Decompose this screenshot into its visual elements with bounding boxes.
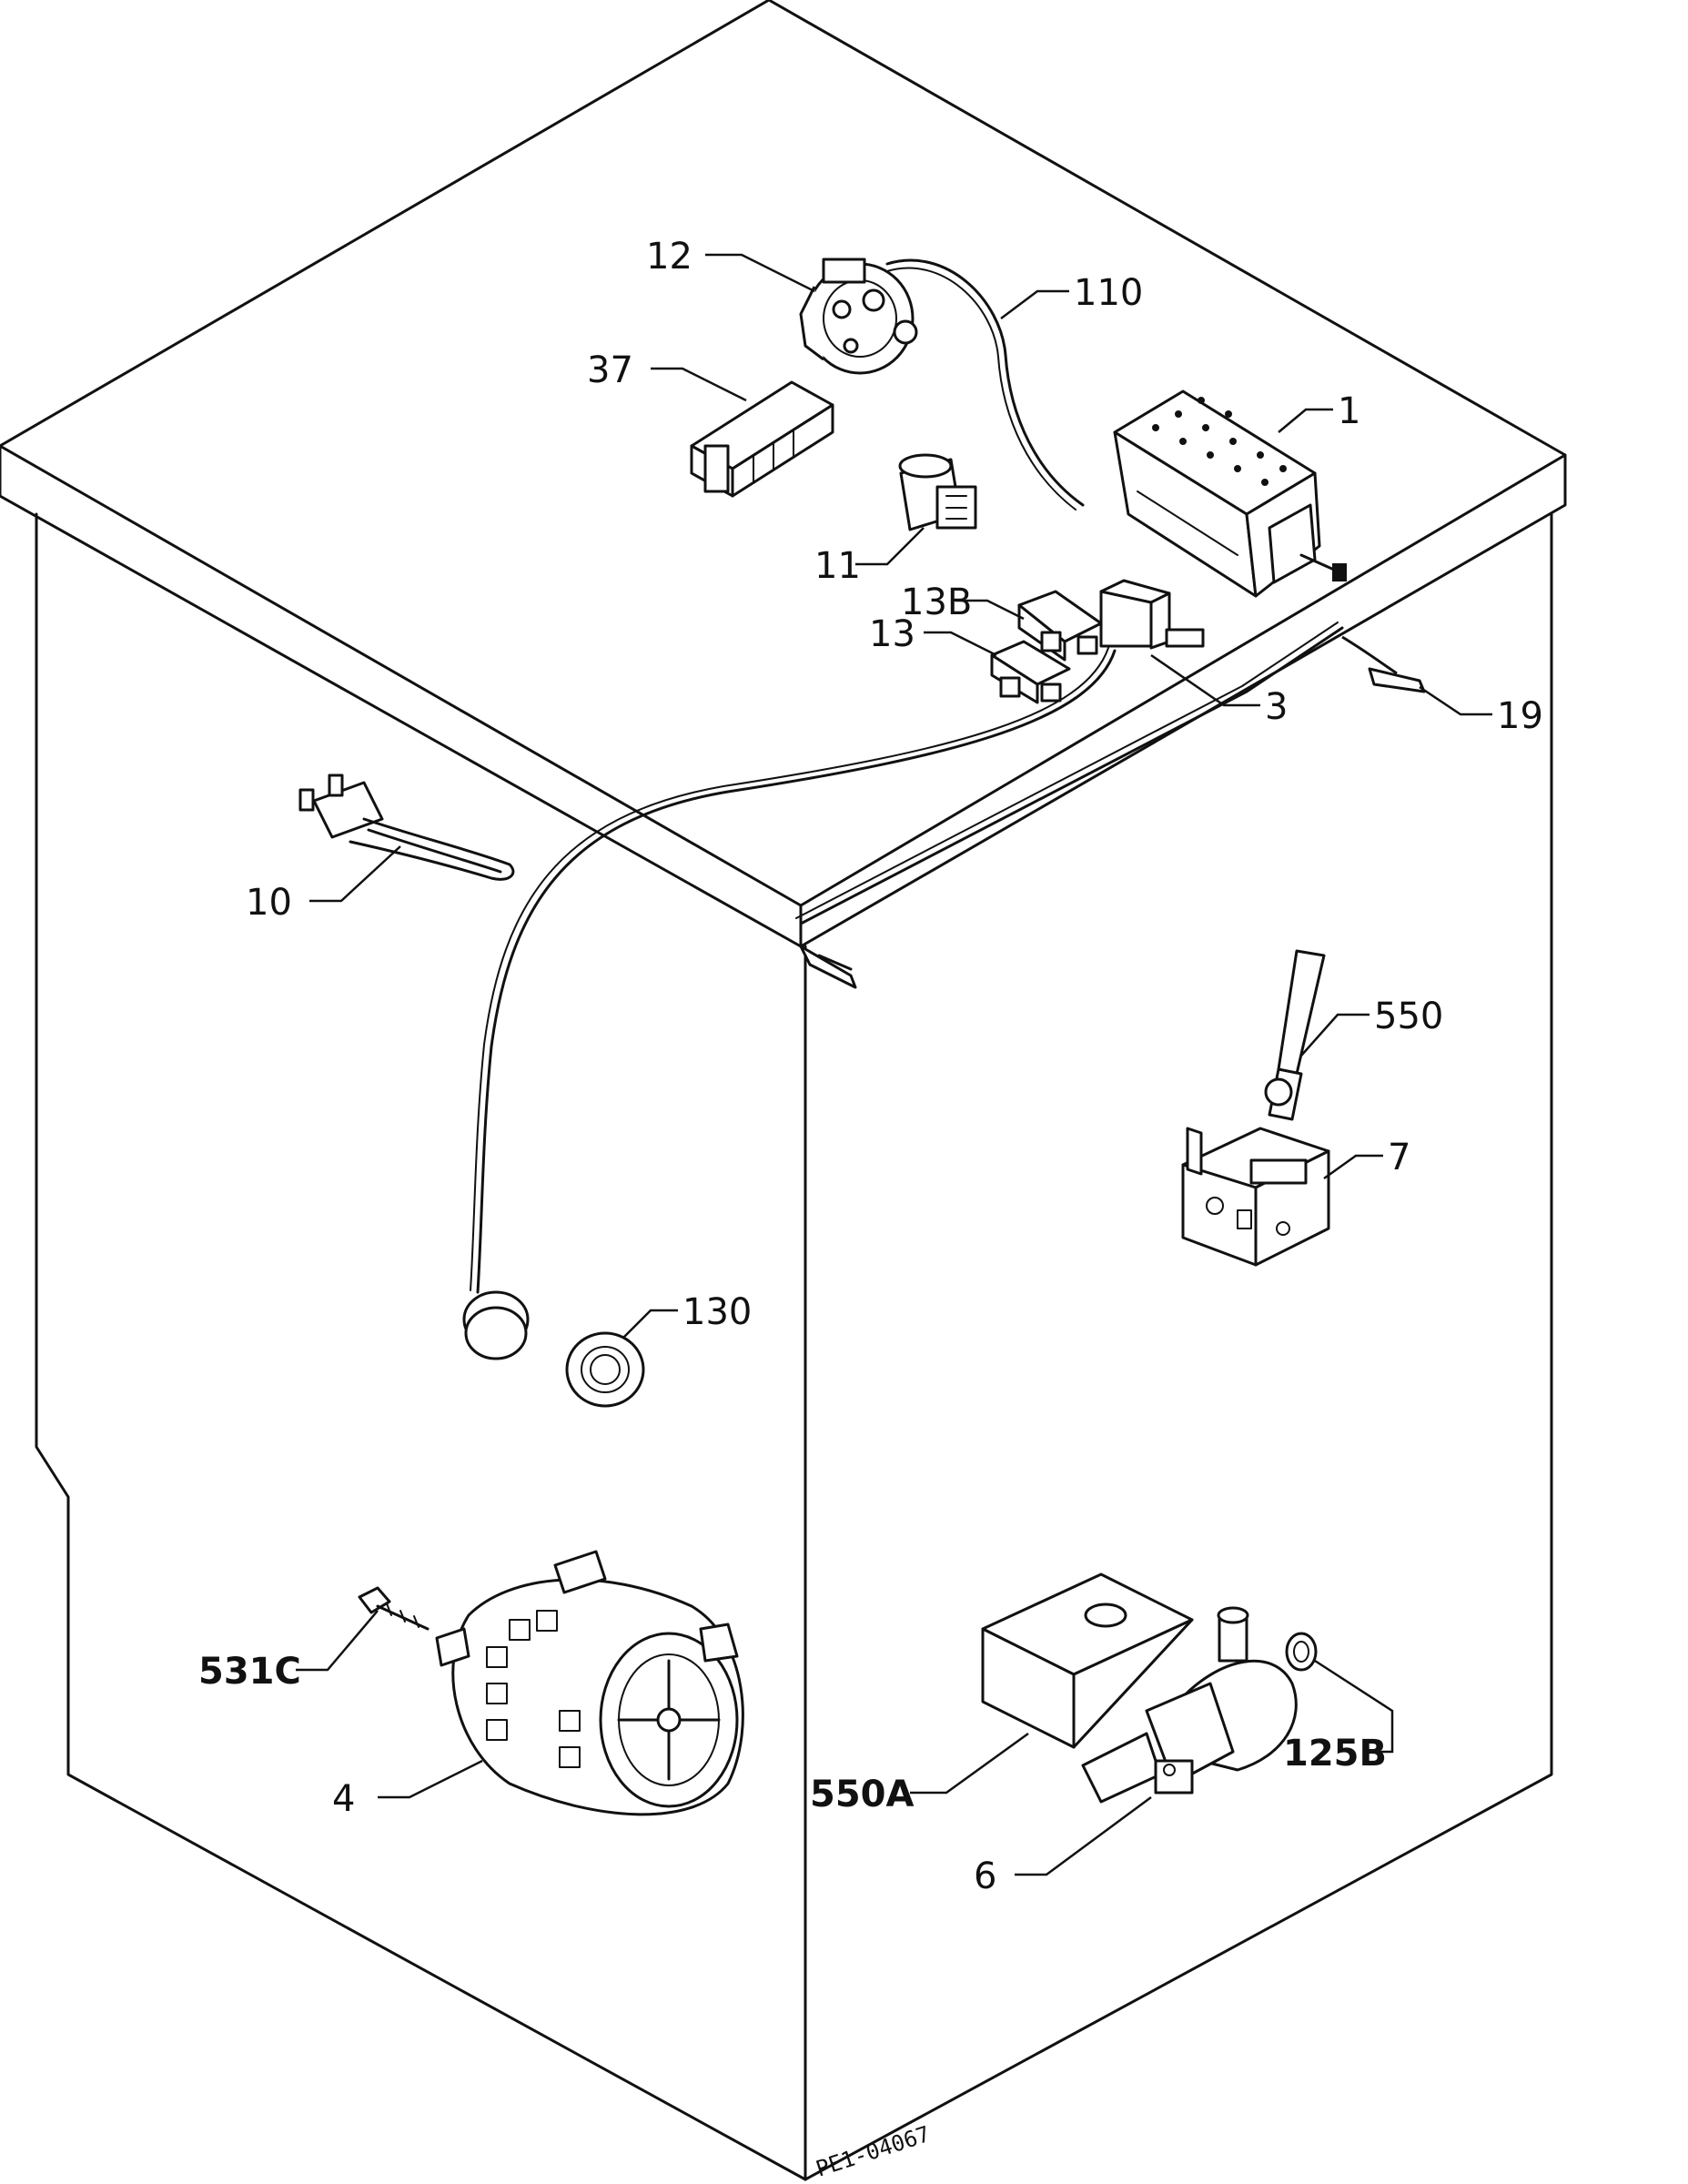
door-interlock-part bbox=[1181, 1127, 1330, 1267]
lever-part bbox=[1264, 949, 1326, 1121]
label-110: 110 bbox=[1074, 272, 1143, 314]
leader-lines bbox=[296, 253, 1492, 1876]
label-550: 550 bbox=[1374, 996, 1443, 1037]
motor-part bbox=[435, 1550, 744, 1816]
label-7: 7 bbox=[1388, 1137, 1410, 1178]
connector-13-part bbox=[990, 640, 1071, 704]
programme-timer-part bbox=[1113, 389, 1347, 598]
pressure-hose-part bbox=[885, 258, 1085, 507]
cabinet-outline bbox=[0, 0, 1567, 2181]
capacitor-part bbox=[898, 453, 977, 531]
terminal-block-part bbox=[690, 380, 834, 498]
bolt-part bbox=[358, 1586, 430, 1631]
label-37: 37 bbox=[587, 349, 633, 391]
label-550a: 550A bbox=[810, 1774, 914, 1815]
drawing-reference: PE1-04067 bbox=[813, 2121, 933, 2182]
label-12: 12 bbox=[646, 236, 692, 278]
pump-cover-part bbox=[981, 1572, 1194, 1749]
label-6: 6 bbox=[974, 1855, 996, 1897]
grommet-part bbox=[565, 1331, 645, 1408]
label-130: 130 bbox=[682, 1291, 752, 1333]
drain-pump-part bbox=[1081, 1606, 1298, 1804]
label-10: 10 bbox=[246, 882, 292, 924]
selector-switch-part bbox=[1099, 579, 1205, 650]
label-13: 13 bbox=[869, 613, 915, 655]
temperature-sensor-part bbox=[795, 622, 1426, 989]
label-1: 1 bbox=[1338, 390, 1360, 432]
label-125b: 125B bbox=[1283, 1733, 1387, 1774]
grommet-sensor-part bbox=[462, 1290, 530, 1360]
label-11: 11 bbox=[814, 545, 861, 587]
label-13b: 13B bbox=[901, 581, 972, 623]
label-531c: 531C bbox=[198, 1651, 301, 1693]
connector-13b-part bbox=[1017, 590, 1103, 662]
label-4: 4 bbox=[332, 1778, 355, 1820]
label-3: 3 bbox=[1265, 686, 1288, 728]
label-19: 19 bbox=[1497, 695, 1543, 737]
pump-seal-part bbox=[1285, 1632, 1318, 1672]
pressure-switch-part bbox=[799, 258, 918, 375]
capillary-tube bbox=[476, 649, 1117, 1294]
heating-element-part bbox=[298, 774, 515, 881]
